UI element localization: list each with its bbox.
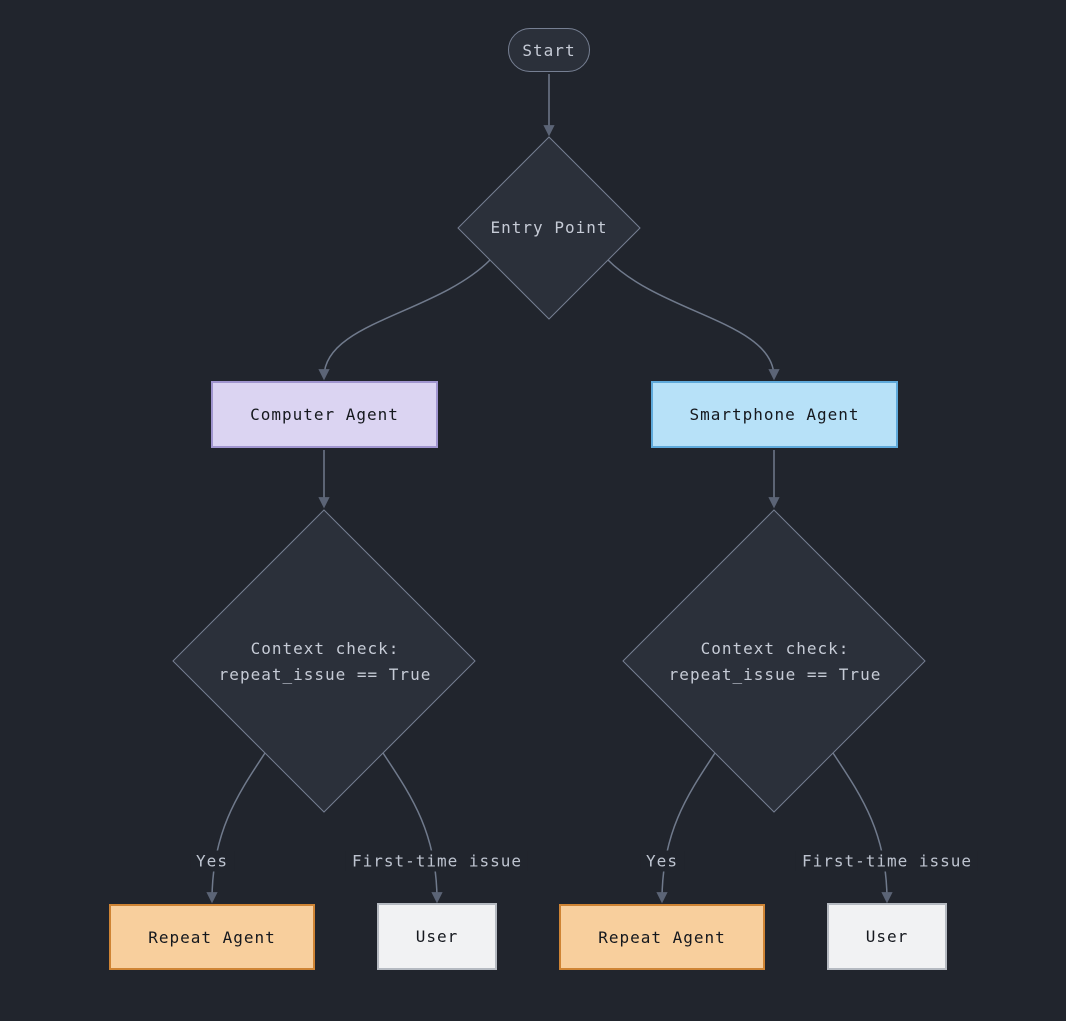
node-repeat-agent-left-label: Repeat Agent xyxy=(148,927,276,947)
node-context-check-left-label: Context check: repeat_issue == True xyxy=(219,636,432,688)
node-computer-agent-label: Computer Agent xyxy=(250,405,399,424)
edge-label-yes-right: Yes xyxy=(640,850,684,872)
node-user-left: User xyxy=(377,903,497,970)
node-entry-point-label: Entry Point xyxy=(490,218,608,237)
edge-entry-to-smartphone xyxy=(607,259,780,381)
node-user-right-label: User xyxy=(865,927,909,946)
node-repeat-agent-left: Repeat Agent xyxy=(109,904,315,970)
node-smartphone-agent-label: Smartphone Agent xyxy=(689,405,860,424)
edge-entry-to-computer xyxy=(318,259,491,381)
node-start: Start xyxy=(508,28,590,72)
node-computer-agent: Computer Agent xyxy=(211,381,438,448)
context-check-left-line2: repeat_issue == True xyxy=(218,665,432,684)
node-repeat-agent-right: Repeat Agent xyxy=(559,904,765,970)
entry-point-diamond xyxy=(457,136,641,320)
context-check-left-diamond xyxy=(172,509,476,813)
edge-context-left-firsttime xyxy=(382,752,443,904)
edge-label-yes-left: Yes xyxy=(190,850,234,872)
node-user-left-label: User xyxy=(415,927,459,946)
edge-context-right-yes xyxy=(656,752,716,904)
context-check-right-line1: Context check: xyxy=(700,639,850,658)
node-user-right: User xyxy=(827,903,947,970)
edge-context-left-yes xyxy=(206,752,266,904)
node-start-label: Start xyxy=(522,40,576,60)
node-context-check-right-label: Context check: repeat_issue == True xyxy=(669,636,882,688)
context-check-left-line1: Context check: xyxy=(250,639,400,658)
edge-label-first-time-right: First-time issue xyxy=(795,850,979,872)
node-smartphone-agent: Smartphone Agent xyxy=(651,381,898,448)
context-check-right-line2: repeat_issue == True xyxy=(668,665,882,684)
context-check-right-diamond xyxy=(622,509,926,813)
edge-label-first-time-left: First-time issue xyxy=(345,850,529,872)
edge-context-right-firsttime xyxy=(832,752,893,904)
node-repeat-agent-right-label: Repeat Agent xyxy=(598,927,726,947)
